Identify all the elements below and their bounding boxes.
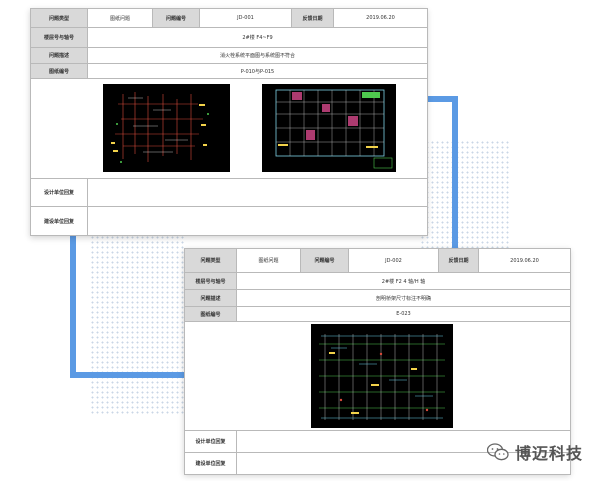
description-value: 剖明桥架尺寸标注不明确 [236,289,571,307]
problem-form-1: 问题类型 图纸问题 问题编号 JD-001 反馈日期 2019.06.20 楼层… [30,7,428,236]
design-reply-label: 设计单位回复 [30,177,88,208]
drawing-no-label: 图纸编号 [30,62,88,80]
problem-table-2: 问题类型 图纸问题 问题编号 JD-002 反馈日期 2019.06.20 楼层… [184,248,571,475]
problem-no-label: 问题编号 [300,248,349,273]
owner-reply-value[interactable] [236,452,571,475]
dot-pattern [90,230,185,415]
drawing-images [30,78,428,179]
problem-type-label: 问题类型 [30,7,88,29]
owner-reply-value[interactable] [87,206,428,236]
description-label: 问题描述 [30,46,88,64]
drawing-images [184,321,571,431]
watermark: 博迈科技 [486,440,583,464]
problem-table-1: 问题类型 图纸问题 问题编号 JD-001 反馈日期 2019.06.20 楼层… [30,7,428,236]
owner-reply-label: 建设单位回复 [184,452,237,475]
watermark-text: 博迈科技 [514,444,583,463]
problem-no-value: JD-002 [348,248,439,273]
feedback-date-value: 2019.06.20 [478,248,571,273]
description-value: 消火栓系统平面图与系统图不符合 [87,46,428,64]
problem-form-2: 问题类型 图纸问题 问题编号 JD-002 反馈日期 2019.06.20 楼层… [184,248,571,475]
owner-reply-label: 建设单位回复 [30,206,88,236]
cad-elevation-image [311,324,453,428]
feedback-date-value: 2019.06.20 [333,7,428,29]
design-reply-label: 设计单位回复 [184,430,237,453]
design-reply-value[interactable] [236,430,571,453]
wechat-icon [486,443,509,461]
design-reply-value[interactable] [87,177,428,208]
floor-axis-label: 楼层号与轴号 [30,27,88,48]
problem-type-value: 图纸问题 [236,248,301,273]
floor-axis-label: 楼层号与轴号 [184,272,237,290]
drawing-no-label: 图纸编号 [184,306,237,322]
problem-type-value: 图纸问题 [87,7,153,29]
drawing-no-value: E-023 [236,306,571,322]
description-label: 问题描述 [184,289,237,307]
feedback-date-label: 反馈日期 [438,248,479,273]
problem-no-label: 问题编号 [152,7,200,29]
floor-axis-value: 2#楼 F4~F9 [87,27,428,48]
problem-no-value: JD-001 [199,7,292,29]
problem-type-label: 问题类型 [184,248,237,273]
floor-axis-value: 2#楼 F2 4 轴/H 轴 [236,272,571,290]
cad-floorplan-image [262,84,396,173]
cad-drawing-image [103,84,230,173]
drawing-no-value: P-010与P-015 [87,62,428,80]
feedback-date-label: 反馈日期 [291,7,334,29]
